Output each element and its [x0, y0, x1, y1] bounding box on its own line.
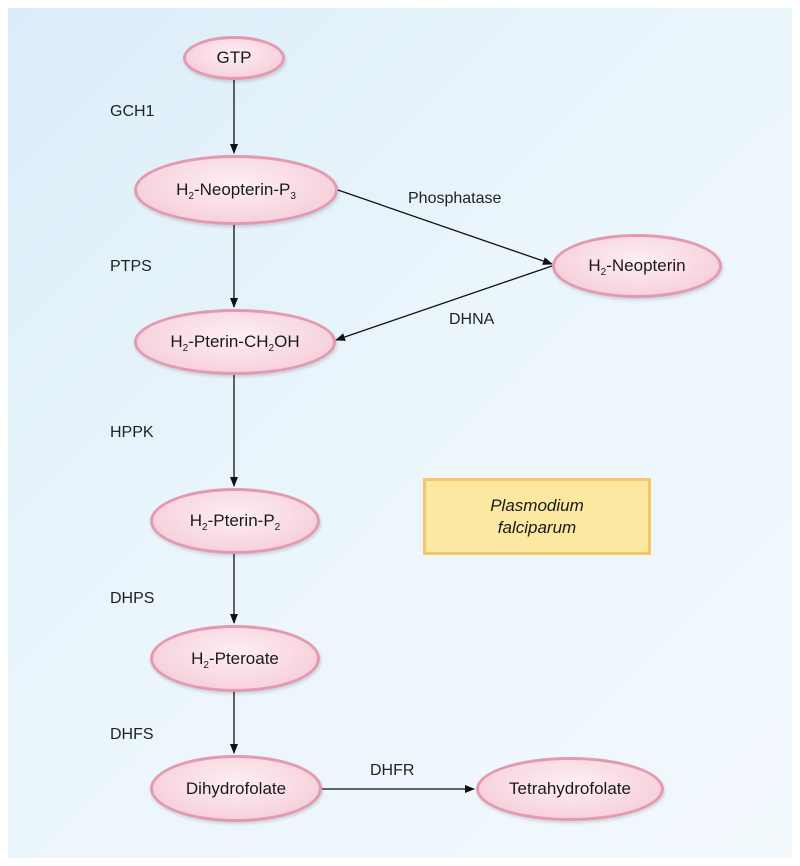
enzyme-label-gch1: GCH1 — [110, 103, 155, 120]
node-dihydrofolate: Dihydrofolate — [150, 755, 322, 822]
enzyme-label-hppk: HPPK — [110, 424, 154, 441]
arrow-neopterin-to-pterin-ch2oh — [335, 265, 553, 341]
organism-genus: Plasmodium — [490, 495, 584, 515]
enzyme-label-dhps: DHPS — [110, 590, 155, 607]
node-tetrahydrofolate: Tetrahydrofolate — [476, 757, 664, 821]
diagram-background — [8, 8, 792, 858]
arrow-neopterin-p3-to-neopterin — [334, 188, 553, 265]
node-h2-neopterin: H2-Neopterin — [552, 234, 722, 298]
enzyme-label-phosphatase: Phosphatase — [408, 190, 502, 207]
node-h2-pteroate: H2-Pteroate — [150, 625, 320, 692]
node-h2-pterin-ch2oh: H2-Pterin-CH2OH — [134, 309, 336, 375]
enzyme-label-dhfs: DHFS — [110, 726, 154, 743]
node-h2-pterin-p2: H2-Pterin-P2 — [150, 488, 320, 554]
enzyme-label-dhfr: DHFR — [370, 762, 415, 779]
enzyme-label-ptps: PTPS — [110, 258, 152, 275]
node-h2-neopterin-p3: H2-Neopterin-P3 — [134, 155, 338, 225]
organism-species: falciparum — [497, 517, 577, 537]
enzyme-label-dhna: DHNA — [449, 311, 495, 328]
organism-label-box: Plasmodium falciparum — [423, 478, 651, 555]
node-gtp: GTP — [183, 36, 285, 80]
